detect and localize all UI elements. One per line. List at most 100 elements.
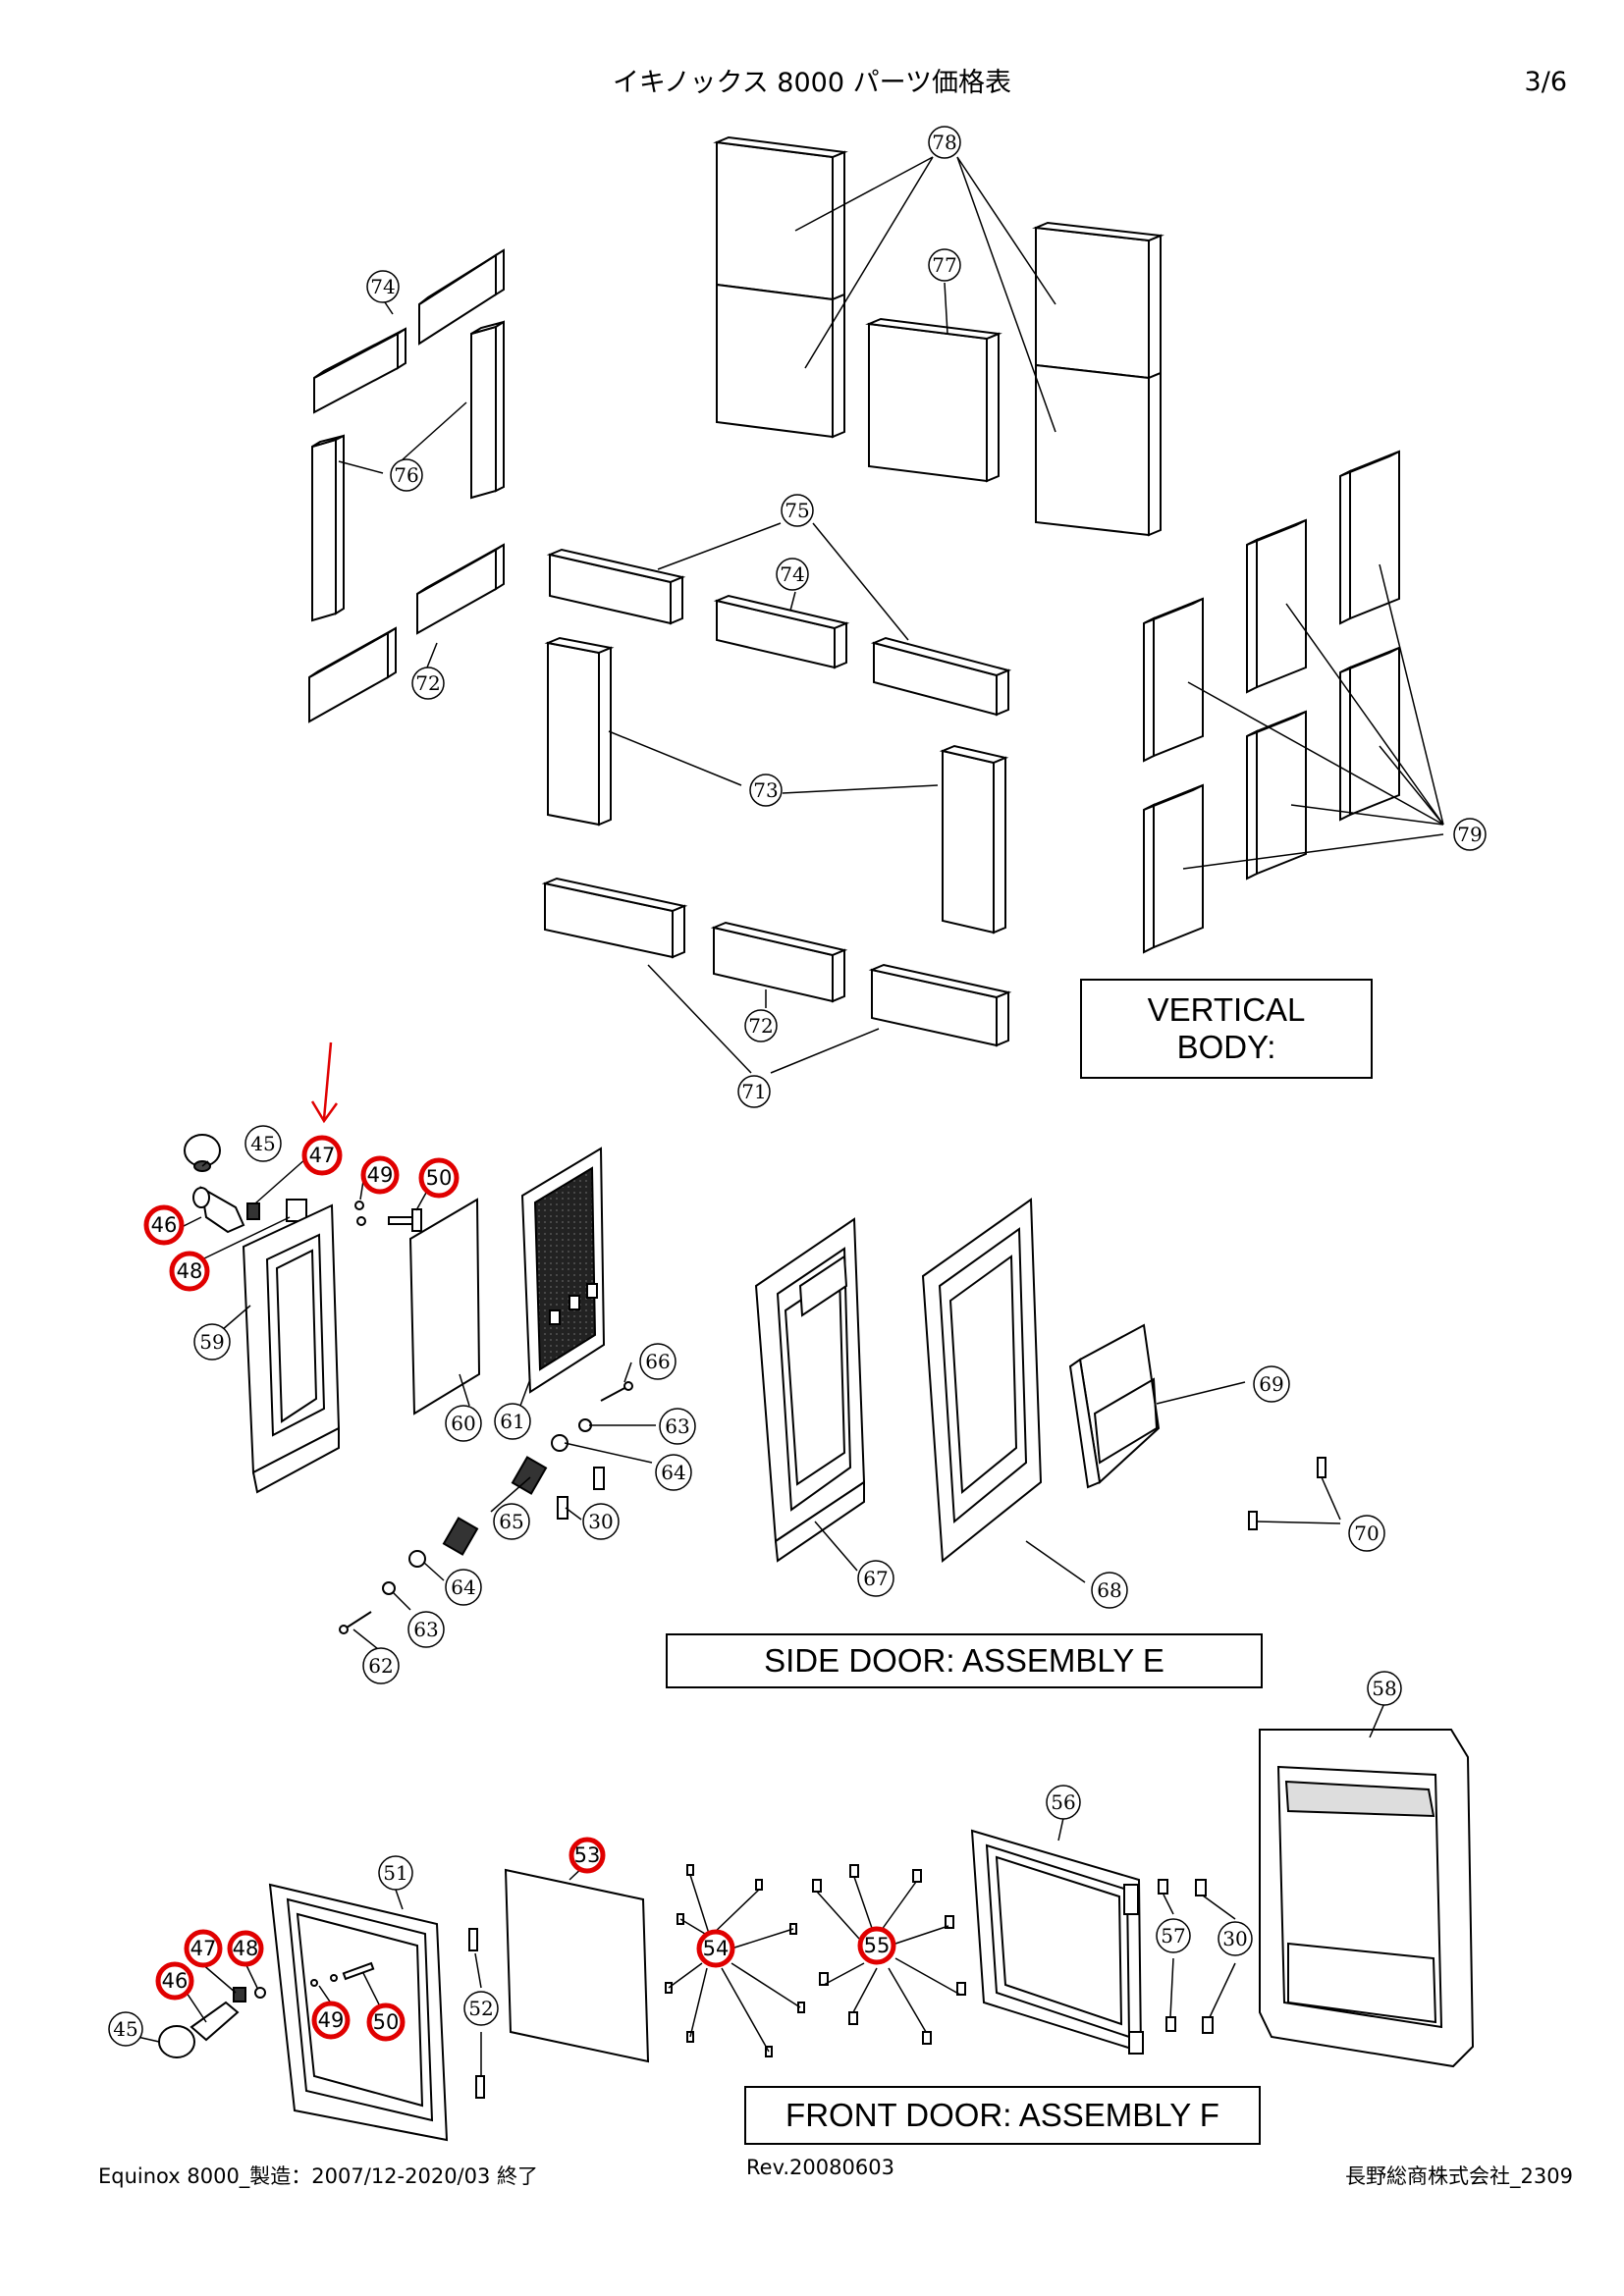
svg-text:58: 58: [1372, 1677, 1396, 1700]
brick-75-right: [870, 636, 1012, 717]
callout-30-front: 30: [1218, 1921, 1253, 1956]
svg-text:60: 60: [451, 1412, 475, 1435]
svg-text:66: 66: [645, 1350, 670, 1373]
callout-45-side: 45: [244, 1125, 282, 1162]
footer-model-info: Equinox 8000_製造：2007/12-2020/03 終了: [98, 2164, 539, 2188]
svg-text:59: 59: [199, 1330, 224, 1354]
brick-71-left: [541, 877, 688, 959]
svg-text:73: 73: [753, 778, 778, 802]
callout-51: 51: [378, 1855, 413, 1891]
svg-text:64: 64: [451, 1575, 475, 1599]
part-47-spring-front: [233, 1987, 246, 2002]
svg-text:72: 72: [748, 1014, 773, 1038]
callout-55: 55: [857, 1926, 896, 1965]
brick-74-left: [313, 327, 406, 414]
part-46-handle: [192, 1186, 245, 1234]
callout-63-top: 63: [659, 1408, 696, 1445]
svg-text:54: 54: [703, 1937, 730, 1960]
callout-group-vertical-body: 78 77 74 76 75 74 72 73 79 72 71: [366, 126, 1487, 1108]
callout-52: 52: [463, 1991, 499, 2026]
part-48-washer-front: [254, 1987, 266, 1999]
svg-text:50: 50: [426, 1166, 453, 1190]
svg-text:53: 53: [574, 1843, 601, 1867]
callout-73: 73: [749, 774, 783, 807]
part-45-knob-front: [158, 2025, 195, 2058]
callout-74-left: 74: [366, 270, 400, 303]
callout-47-front: 47: [184, 1929, 223, 1968]
part-55-clips: [812, 1864, 966, 2045]
front-door-parts: [158, 1729, 1475, 2142]
brick-72-center: [710, 921, 848, 1003]
part-65-spring-bottom: [442, 1517, 479, 1556]
brick-76-vertical-left: [311, 434, 345, 622]
callout-group-front-door-highlighted: 53 54 55 47 48 46 49 50: [155, 1837, 896, 2042]
callout-49-side: 49: [360, 1155, 400, 1195]
callout-72-center: 72: [744, 1009, 778, 1042]
part-64-bushing-bottom: [408, 1550, 426, 1568]
part-56-door-frame: [970, 1829, 1144, 2055]
page-number: 3/6: [1524, 67, 1567, 97]
brick-72-upper: [416, 543, 505, 635]
callout-68: 68: [1091, 1572, 1128, 1609]
callout-71: 71: [737, 1075, 771, 1108]
section-label-front-door-text: FRONT DOOR: ASSEMBLY F: [785, 2097, 1219, 2133]
svg-text:55: 55: [864, 1934, 891, 1957]
svg-text:63: 63: [413, 1618, 438, 1641]
callout-group-side-door-highlighted: 47 49 50 46 48: [143, 1135, 460, 1292]
part-62-pin-bottom: [339, 1611, 372, 1634]
part-30-bracket-top: [557, 1467, 605, 1520]
section-label-side-door-text: SIDE DOOR: ASSEMBLY E: [764, 1642, 1164, 1679]
brick-71-right: [868, 963, 1012, 1047]
part-50-pin-front: [342, 1961, 375, 1981]
svg-text:69: 69: [1259, 1372, 1283, 1396]
svg-text:76: 76: [394, 463, 418, 487]
svg-text:56: 56: [1051, 1790, 1075, 1814]
callout-70: 70: [1348, 1515, 1385, 1552]
part-70-clip: [1248, 1457, 1326, 1530]
section-label-side-door: SIDE DOOR: ASSEMBLY E: [666, 1633, 1263, 1688]
svg-text:30: 30: [588, 1510, 613, 1533]
svg-text:61: 61: [500, 1410, 524, 1433]
svg-text:52: 52: [468, 1997, 493, 2020]
callout-50-front: 50: [366, 2002, 406, 2042]
svg-text:74: 74: [780, 562, 804, 586]
callout-79: 79: [1453, 818, 1487, 851]
part-52-clips: [468, 1928, 485, 2099]
svg-text:64: 64: [661, 1461, 685, 1484]
brick-73-right: [939, 744, 1009, 934]
callout-49-front: 49: [311, 2001, 351, 2040]
brick-panel-78-top-right: [1032, 221, 1164, 380]
brick-79-a: [1339, 450, 1400, 625]
brick-panel-78-bottom-right: [1035, 363, 1162, 537]
section-label-vertical-body: VERTICAL BODY:: [1080, 979, 1373, 1079]
svg-text:49: 49: [367, 1163, 394, 1187]
callout-60: 60: [445, 1405, 482, 1442]
svg-text:48: 48: [233, 1937, 259, 1960]
brick-panel-78-top-left: [713, 135, 848, 301]
part-60-glass: [408, 1198, 481, 1415]
callout-group-front-door: 58 56 51 57 30 52 45: [108, 1671, 1402, 2047]
svg-text:47: 47: [190, 1937, 217, 1960]
callout-56: 56: [1046, 1785, 1081, 1820]
callout-46-front: 46: [155, 1961, 194, 2001]
brick-75-left: [546, 548, 686, 625]
part-46-handle-front: [189, 2001, 240, 2042]
svg-text:45: 45: [113, 2017, 137, 2041]
brick-79-f: [1143, 783, 1204, 954]
brick-73-left: [544, 636, 615, 827]
svg-text:62: 62: [368, 1654, 393, 1678]
callout-76: 76: [390, 458, 423, 492]
callout-72-left: 72: [411, 667, 445, 700]
callout-53: 53: [568, 1837, 606, 1874]
footer-revision: Rev.20080603: [746, 2156, 894, 2179]
callout-75: 75: [781, 494, 814, 527]
svg-text:71: 71: [741, 1080, 766, 1103]
front-door-leaders: [136, 1702, 1385, 2076]
part-49-rings-front: [310, 1974, 338, 1987]
svg-text:30: 30: [1222, 1927, 1247, 1950]
svg-text:74: 74: [370, 275, 395, 298]
callout-group-side-door: 45 59 60 61 66 63 64 65 30 64 63 62 67 6…: [193, 1125, 1385, 1684]
svg-text:45: 45: [250, 1132, 275, 1155]
part-61-back-plate: [520, 1147, 606, 1394]
